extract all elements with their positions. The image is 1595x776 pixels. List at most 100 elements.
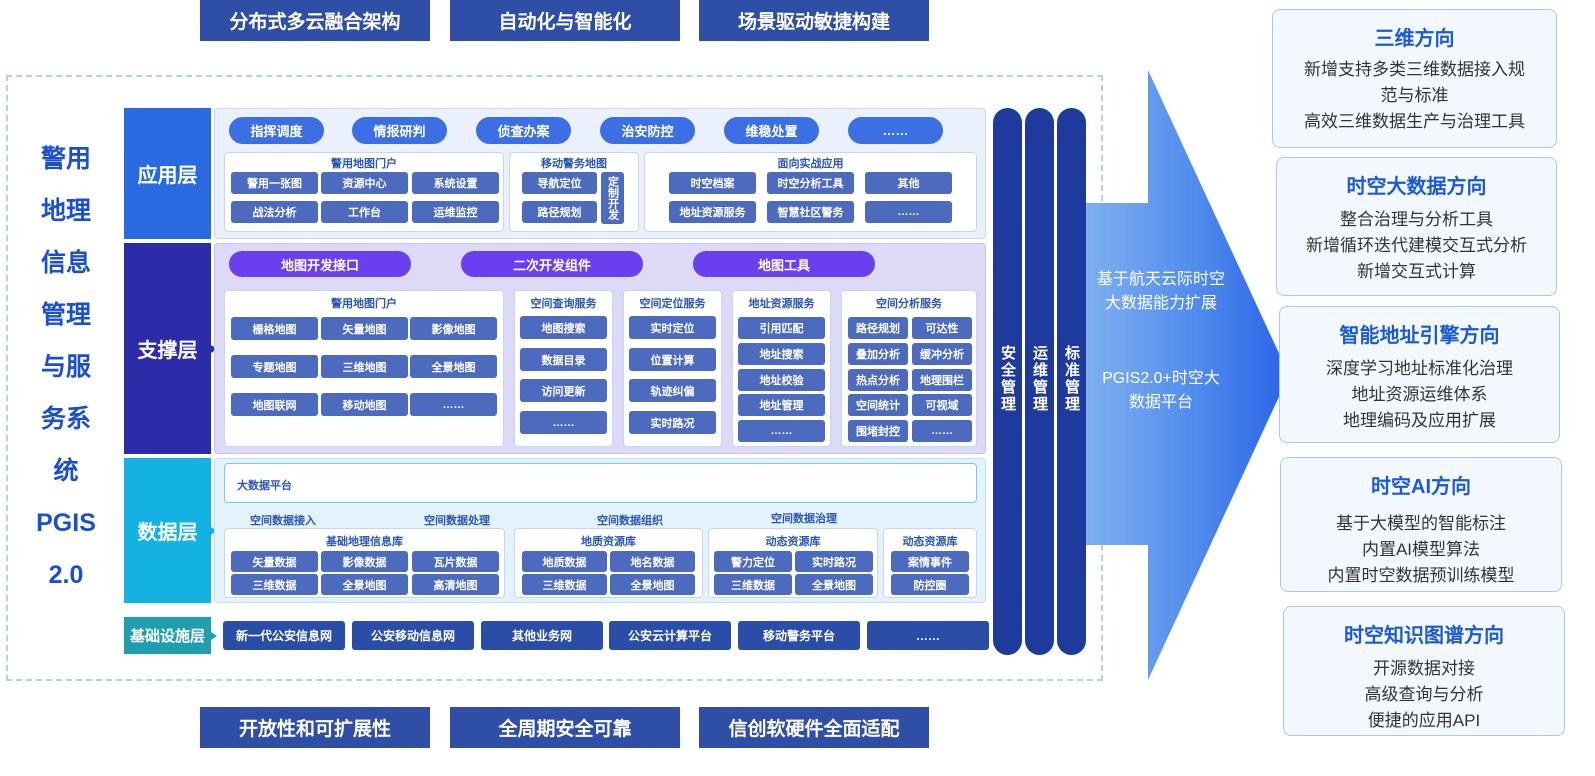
cell: 智慧社区警务 xyxy=(767,201,854,223)
cell: 空间统计 xyxy=(848,394,908,416)
title-line: 务系 xyxy=(40,405,91,433)
feature-box: 全周期安全可靠 xyxy=(450,707,680,748)
infra-cell: 其他业务网 xyxy=(481,621,603,650)
cell: 其他 xyxy=(865,172,952,194)
cell: 时空分析工具 xyxy=(767,172,854,194)
cell: 路径规划 xyxy=(848,317,908,339)
platform-label: 大数据平台 xyxy=(237,480,292,492)
feature-box: 开放性和可扩展性 xyxy=(200,707,430,748)
security-management-bar: 安全管理 xyxy=(993,108,1022,655)
cell: 实时路况 xyxy=(795,551,873,572)
direction-card: 时空AI方向 基于大模型的智能标注 内置AI模型算法 内置时空数据预训练模型 xyxy=(1280,457,1562,592)
infra-cell: 移动警务平台 xyxy=(738,621,860,650)
cell: 轨迹纠偏 xyxy=(629,379,716,402)
data-layer-label: 数据层 xyxy=(124,458,217,603)
infra-cell: 公安移动信息网 xyxy=(352,621,474,650)
cell: 可视域 xyxy=(912,394,972,416)
cell: 位置计算 xyxy=(629,348,716,371)
cell: …… xyxy=(410,393,497,416)
cell: 围堵封控 xyxy=(848,420,908,442)
direction-line: 深度学习地址标准化治理 xyxy=(1326,359,1513,378)
title-line: 与服 xyxy=(40,353,91,381)
data-header: 空间数据处理 xyxy=(424,515,490,527)
cell: 叠加分析 xyxy=(848,343,908,365)
cell: 矢量地图 xyxy=(321,317,408,340)
cell: 系统设置 xyxy=(412,172,499,194)
direction-line: 地址资源运维体系 xyxy=(1351,385,1488,404)
app-pill: …… xyxy=(848,117,943,144)
subbox-title: 地址资源服务 xyxy=(748,298,815,310)
cell: 栅格地图 xyxy=(231,317,318,340)
direction-line: 高级查询与分析 xyxy=(1364,685,1484,704)
direction-card: 三维方向 新增支持多类三维数据接入规 范与标准 高效三维数据生产与治理工具 xyxy=(1272,9,1557,148)
cell: …… xyxy=(738,420,825,442)
direction-title: 时空AI方向 xyxy=(1371,476,1471,498)
subbox-title: 基础地理信息库 xyxy=(326,536,403,548)
cell: …… xyxy=(865,201,952,223)
direction-line: 整合治理与分析工具 xyxy=(1340,210,1493,229)
cell: 全景地图 xyxy=(410,355,497,378)
infra-layer-label: 基础设施层 xyxy=(124,617,217,654)
cell: 地址管理 xyxy=(738,394,825,416)
infra-cell: 公安云计算平台 xyxy=(609,621,731,650)
system-title: 警用 地理 信息 管理 与服 务系 统 PGIS 2.0 xyxy=(22,133,110,601)
standard-management-bar: 标准管理 xyxy=(1057,108,1086,655)
direction-line: 开源数据对接 xyxy=(1373,659,1475,678)
cell: 地名数据 xyxy=(610,551,695,572)
cell: 地图搜索 xyxy=(520,316,607,339)
subbox-title: 地质资源库 xyxy=(581,536,636,548)
cell: 专题地图 xyxy=(231,355,318,378)
data-header: 空间数据接入 xyxy=(250,515,316,527)
support-pill: 地图开发接口 xyxy=(229,251,411,277)
cell: 高清地图 xyxy=(412,574,499,595)
cell: 防控圈 xyxy=(891,574,969,595)
arrow-text-2: PGIS2.0+时空大数据平台 xyxy=(1102,370,1220,411)
subbox-title: 移动警务地图 xyxy=(541,158,607,170)
cell: 地址校验 xyxy=(738,369,825,391)
big-data-platform-box: 大数据平台 xyxy=(224,463,977,503)
cell: 地址搜索 xyxy=(738,343,825,365)
subbox-title: 动态资源库 xyxy=(765,536,821,548)
subbox-title: 空间定位服务 xyxy=(639,298,706,310)
cell: 地址资源服务 xyxy=(669,201,756,223)
title-line: 统 xyxy=(53,457,79,485)
subbox-title: 警用地图门户 xyxy=(331,298,397,310)
cell: 缓冲分析 xyxy=(912,343,972,365)
cell: 热点分析 xyxy=(848,369,908,391)
cell: 全景地图 xyxy=(610,574,695,595)
subbox-title: 动态资源库 xyxy=(902,536,958,548)
direction-line: 地理编码及应用扩展 xyxy=(1343,411,1496,430)
direction-line: 新增支持多类三维数据接入规 xyxy=(1304,60,1525,79)
data-header: 空间数据组织 xyxy=(597,515,663,527)
subbox-title: 警用地图门户 xyxy=(331,158,397,170)
infra-cell: 新一代公安信息网 xyxy=(223,621,345,650)
cell: 三维数据 xyxy=(522,574,607,595)
cell: 资源中心 xyxy=(321,172,408,194)
cell: 全景地图 xyxy=(321,574,408,595)
cell: 影像数据 xyxy=(321,551,408,572)
direction-line: 高效三维数据生产与治理工具 xyxy=(1304,112,1525,131)
cell: 工作台 xyxy=(321,201,408,223)
cell: 数据目录 xyxy=(520,348,607,371)
direction-line: 基于大模型的智能标注 xyxy=(1336,514,1506,533)
direction-line: 内置AI模型算法 xyxy=(1361,540,1481,559)
cell: 三维地图 xyxy=(321,355,408,378)
app-pill: 指挥调度 xyxy=(229,117,324,144)
title-line: 警用 xyxy=(40,145,91,173)
direction-line: 便捷的应用API xyxy=(1367,711,1481,730)
cell: 警力定位 xyxy=(714,551,792,572)
direction-title: 智能地址引擎方向 xyxy=(1339,325,1500,347)
title-line: 地理 xyxy=(40,197,91,225)
cell: 地图联网 xyxy=(231,393,318,416)
feature-box: 自动化与智能化 xyxy=(450,0,680,41)
subbox-title: 空间分析服务 xyxy=(876,298,942,310)
support-pill: 地图工具 xyxy=(693,251,875,277)
cell: 时空档案 xyxy=(669,172,756,194)
cell: 访问更新 xyxy=(520,379,607,402)
cell: 矢量数据 xyxy=(231,551,318,572)
cell: 引用匹配 xyxy=(738,317,825,339)
ops-management-bar: 运维管理 xyxy=(1025,108,1054,655)
direction-title: 时空知识图谱方向 xyxy=(1344,625,1504,647)
expansion-arrow xyxy=(1086,70,1289,680)
direction-line: 新增交互式计算 xyxy=(1357,262,1476,281)
